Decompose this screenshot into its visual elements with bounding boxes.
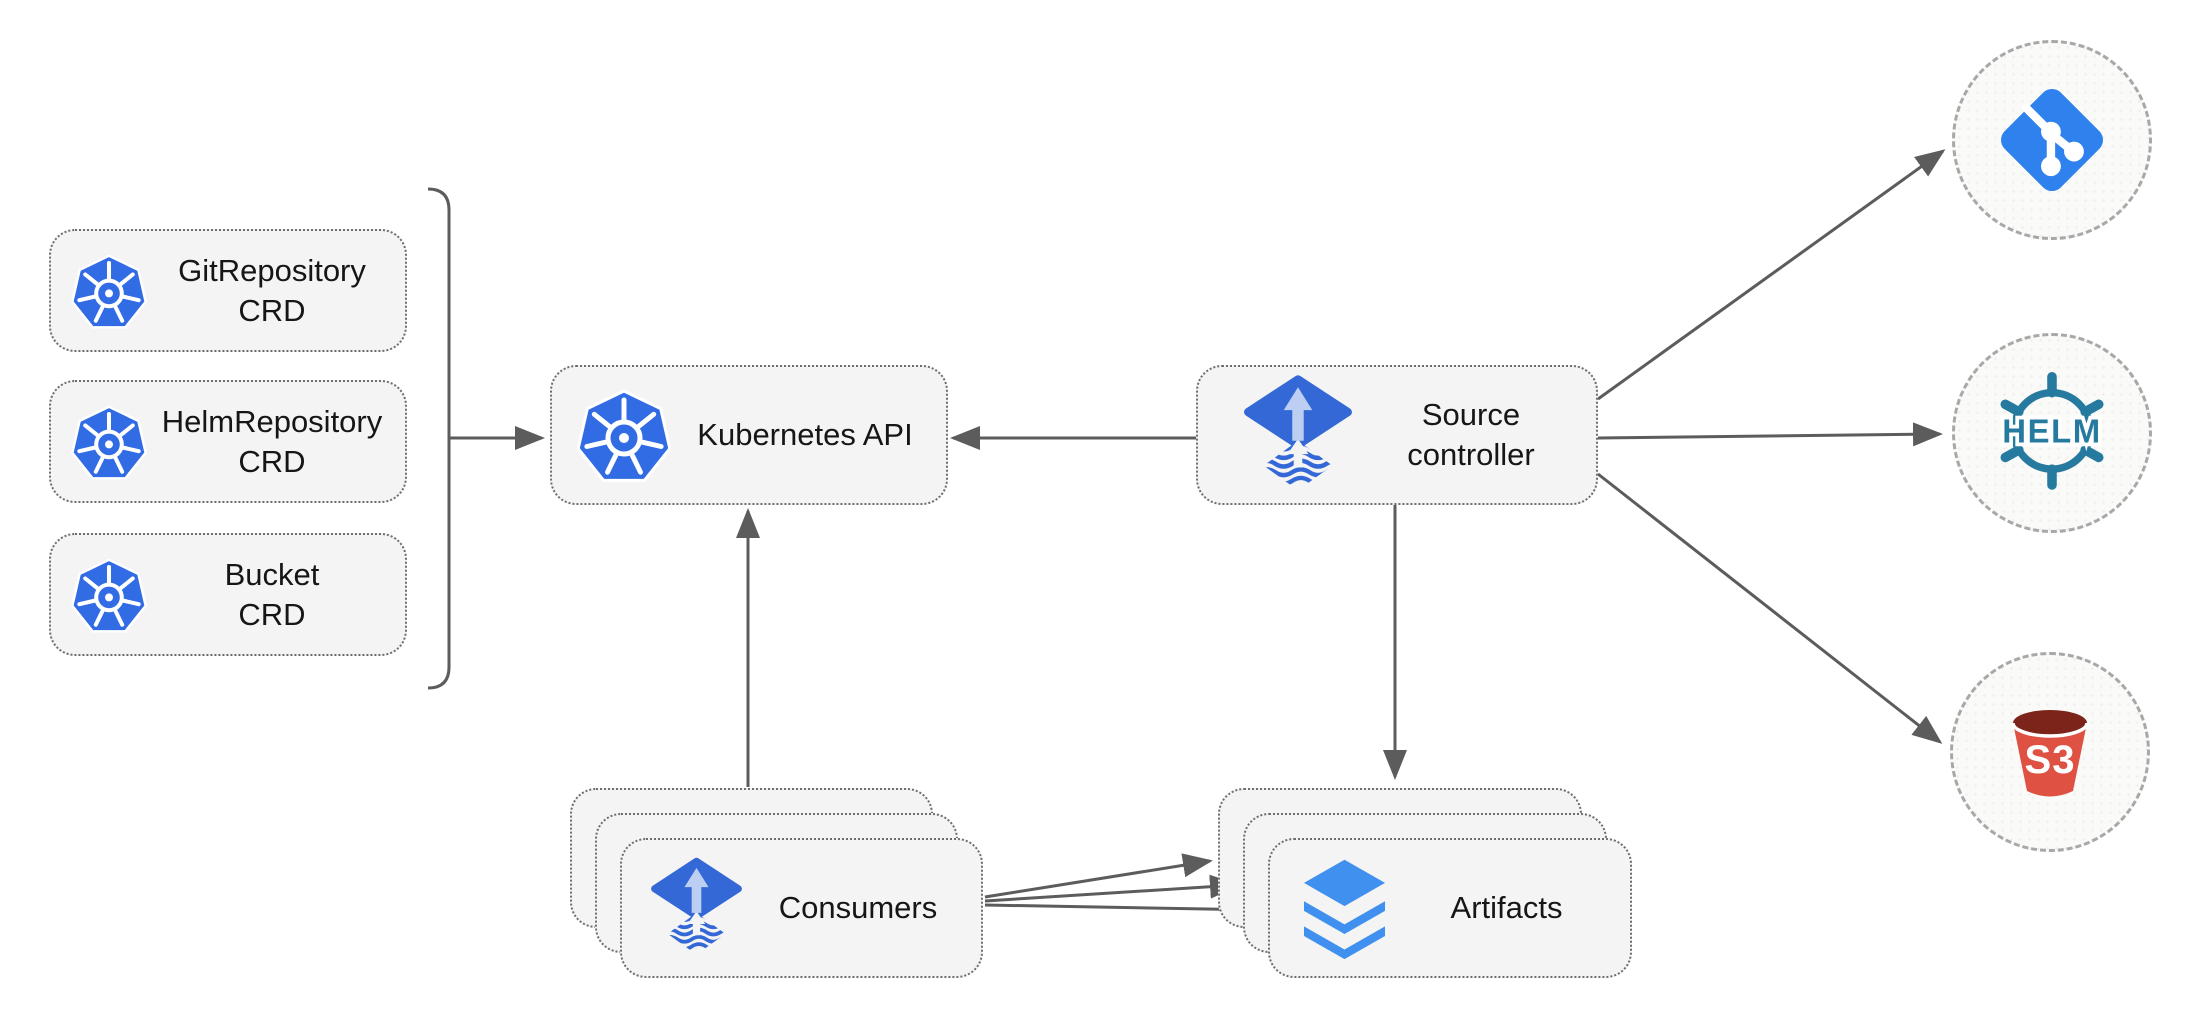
kubernetes-icon (69, 555, 149, 635)
source-controller-node: Source controller (1196, 365, 1598, 505)
arrow-consumers-to-artifact-2 (984, 874, 1240, 903)
git-icon (2000, 88, 2104, 192)
bucket-crd-label: Bucket CRD (224, 556, 320, 632)
arrow-source-to-s3 (1597, 472, 1943, 744)
kubernetes-api-node: Kubernetes API (550, 365, 948, 505)
s3-bucket-icon: S3 (2011, 710, 2089, 797)
arrow-source-to-helm (1597, 422, 1943, 447)
helmrepository-crd-label: HelmRepository CRD (161, 403, 383, 479)
consumers-node: Consumers (620, 838, 983, 978)
kubernetes-icon (69, 402, 149, 482)
helmrepository-crd-node: HelmRepository CRD (49, 380, 407, 503)
arrow-source-to-git (1597, 149, 1946, 401)
artifacts-label: Artifacts (1450, 890, 1563, 925)
helm-label: HELM (2002, 413, 2102, 450)
kubernetes-icon (574, 385, 674, 485)
flux-icon (1240, 372, 1356, 498)
layers-icon (1296, 854, 1393, 962)
arrow-consumers-to-artifact-1 (984, 853, 1213, 899)
artifacts-node: Artifacts (1268, 838, 1632, 978)
gitrepository-crd-label: GitRepository CRD (178, 252, 366, 328)
helm-icon: HELM (1999, 371, 2104, 490)
s3-source-circle: S3 (1950, 652, 2150, 852)
s3-label: S3 (2025, 738, 2076, 782)
source-controller-label: Source controller (1407, 397, 1535, 472)
flux-icon (648, 855, 745, 961)
git-source-circle (1952, 40, 2152, 240)
helm-source-circle: HELM (1952, 333, 2152, 533)
crd-group-bracket (427, 187, 451, 690)
kubernetes-icon (69, 251, 149, 331)
gitrepository-crd-node: GitRepository CRD (49, 229, 407, 352)
kubernetes-api-label: Kubernetes API (697, 417, 913, 452)
bucket-crd-node: Bucket CRD (49, 533, 407, 656)
arrow-consumers-to-artifact-3 (984, 897, 1266, 922)
consumers-label: Consumers (778, 890, 938, 925)
